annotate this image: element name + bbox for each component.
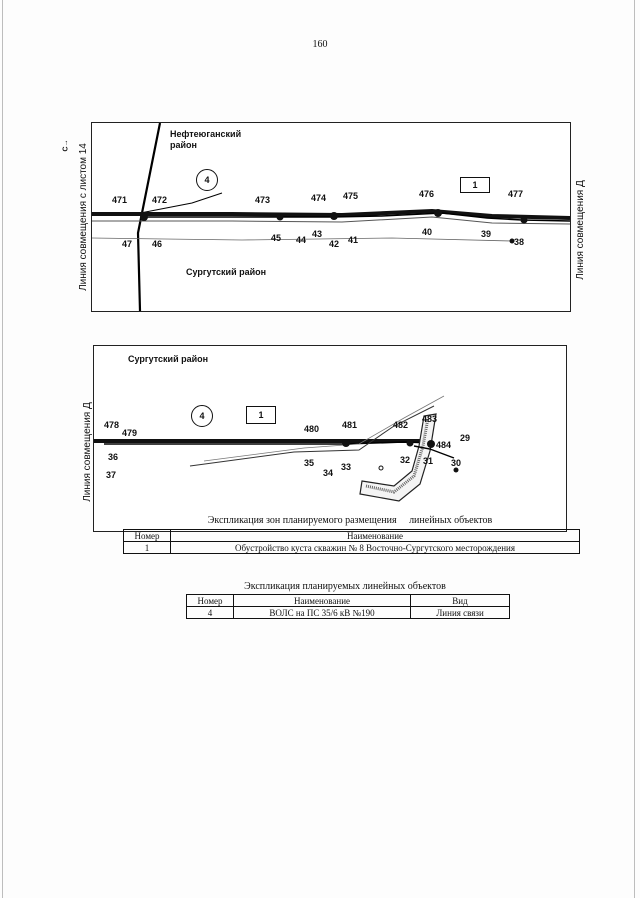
well-pad-hatch [365, 417, 430, 494]
node-484 [427, 440, 435, 448]
node-473 [276, 213, 284, 221]
pipeline-corridor [92, 208, 570, 220]
map1-right-label: Линия совмещения Д [575, 180, 586, 280]
object-square-1: 1 [460, 177, 490, 193]
table1-caption: Экспликация зон планируемого размещения … [207, 515, 493, 526]
point-29: 29 [460, 433, 471, 443]
point-33: 33 [341, 462, 352, 472]
table-header-row: Номер Наименование Вид [186, 594, 510, 607]
point-30: 30 [451, 458, 462, 468]
region-neftеyugansky: Нефтеюганский район [170, 129, 242, 150]
point-32: 32 [400, 455, 411, 465]
node-38 [509, 238, 515, 244]
zones-table: Номер Наименование 1 Обустройство куста … [123, 529, 580, 554]
point-37: 37 [106, 470, 117, 480]
road-line [92, 237, 513, 242]
region-surgutsky: Сургутский район [186, 267, 267, 277]
point-46: 46 [152, 239, 163, 249]
table-header-row: Номер Наименование [123, 529, 580, 542]
node-small [378, 465, 384, 471]
object-square-1: 1 [246, 406, 276, 424]
communication-line-branch [413, 445, 455, 459]
point-43: 43 [312, 229, 323, 239]
node-477 [520, 216, 528, 224]
point-40: 40 [422, 227, 433, 237]
point-481: 481 [342, 420, 358, 430]
point-38: 38 [514, 237, 525, 247]
table-cell: 1 [123, 541, 171, 554]
node-480 [342, 439, 350, 447]
point-484: 484 [436, 440, 452, 450]
point-47: 47 [122, 239, 133, 249]
page-edge-right [634, 0, 635, 898]
district-boundary-thin [129, 192, 223, 216]
point-482: 482 [393, 420, 409, 430]
north-arrow: С→ [62, 139, 70, 152]
point-45: 45 [271, 233, 282, 243]
node-476 [434, 209, 442, 217]
linear-objects-table: Номер Наименование Вид 4 ВОЛС на ПС 35/6… [186, 594, 510, 619]
table-cell: 4 [186, 606, 234, 619]
point-35: 35 [304, 458, 315, 468]
point-34: 34 [323, 468, 334, 478]
map-sheet-1: Нефтеюганский район Сургутский район 4 1… [91, 122, 571, 312]
pipeline-lower [92, 216, 570, 225]
table-row: 4 ВОЛС на ПС 35/6 кВ №190 Линия связи [186, 606, 510, 619]
map1-left-label: Линия совмещения с листом 14 [78, 143, 89, 291]
table-header-cell: Вид [410, 594, 510, 607]
point-474: 474 [311, 193, 327, 203]
table-cell: Обустройство куста скважин № 8 Восточно-… [170, 541, 580, 554]
point-480: 480 [304, 424, 320, 434]
point-471: 471 [112, 195, 128, 205]
object-circle-4: 4 [196, 169, 218, 191]
table-cell: ВОЛС на ПС 35/6 кВ №190 [233, 606, 411, 619]
node-474 [330, 212, 338, 220]
point-476: 476 [419, 189, 435, 199]
district-boundary [136, 123, 162, 311]
table-cell: Линия связи [410, 606, 510, 619]
table2-caption: Экспликация планируемых линейных объекто… [244, 581, 446, 592]
point-39: 39 [481, 229, 492, 239]
page-number: 160 [312, 39, 328, 50]
node-30 [453, 467, 459, 473]
table-header-cell: Номер [186, 594, 234, 607]
table-row: 1 Обустройство куста скважин № 8 Восточн… [123, 541, 580, 554]
point-477: 477 [508, 189, 524, 199]
point-42: 42 [329, 239, 340, 249]
point-475: 475 [343, 191, 359, 201]
object-circle-4: 4 [191, 405, 213, 427]
point-31: 31 [423, 456, 434, 466]
point-44: 44 [296, 235, 307, 245]
communication-line [144, 212, 570, 222]
map-sheet-2: Сургутский район 4 1 478 479 36 37 480 3… [93, 345, 567, 532]
table-header-cell: Номер [123, 529, 171, 542]
well-pad-outline [359, 413, 437, 502]
point-478: 478 [104, 420, 120, 430]
point-36: 36 [108, 452, 119, 462]
point-483: 483 [422, 414, 438, 424]
map-sheet-1-drawing [92, 123, 570, 311]
table-header-cell: Наименование [170, 529, 580, 542]
point-473: 473 [255, 195, 271, 205]
region-surgutsky-2: Сургутский район [128, 354, 209, 364]
road-line-2 [203, 395, 445, 462]
road-line [189, 405, 435, 467]
point-479: 479 [122, 428, 138, 438]
node-482 [406, 439, 414, 447]
node-472 [140, 213, 148, 221]
map-sheet-2-drawing [94, 395, 459, 502]
point-41: 41 [348, 235, 359, 245]
page-edge-left [2, 0, 3, 898]
point-472: 472 [152, 195, 168, 205]
table-header-cell: Наименование [233, 594, 411, 607]
